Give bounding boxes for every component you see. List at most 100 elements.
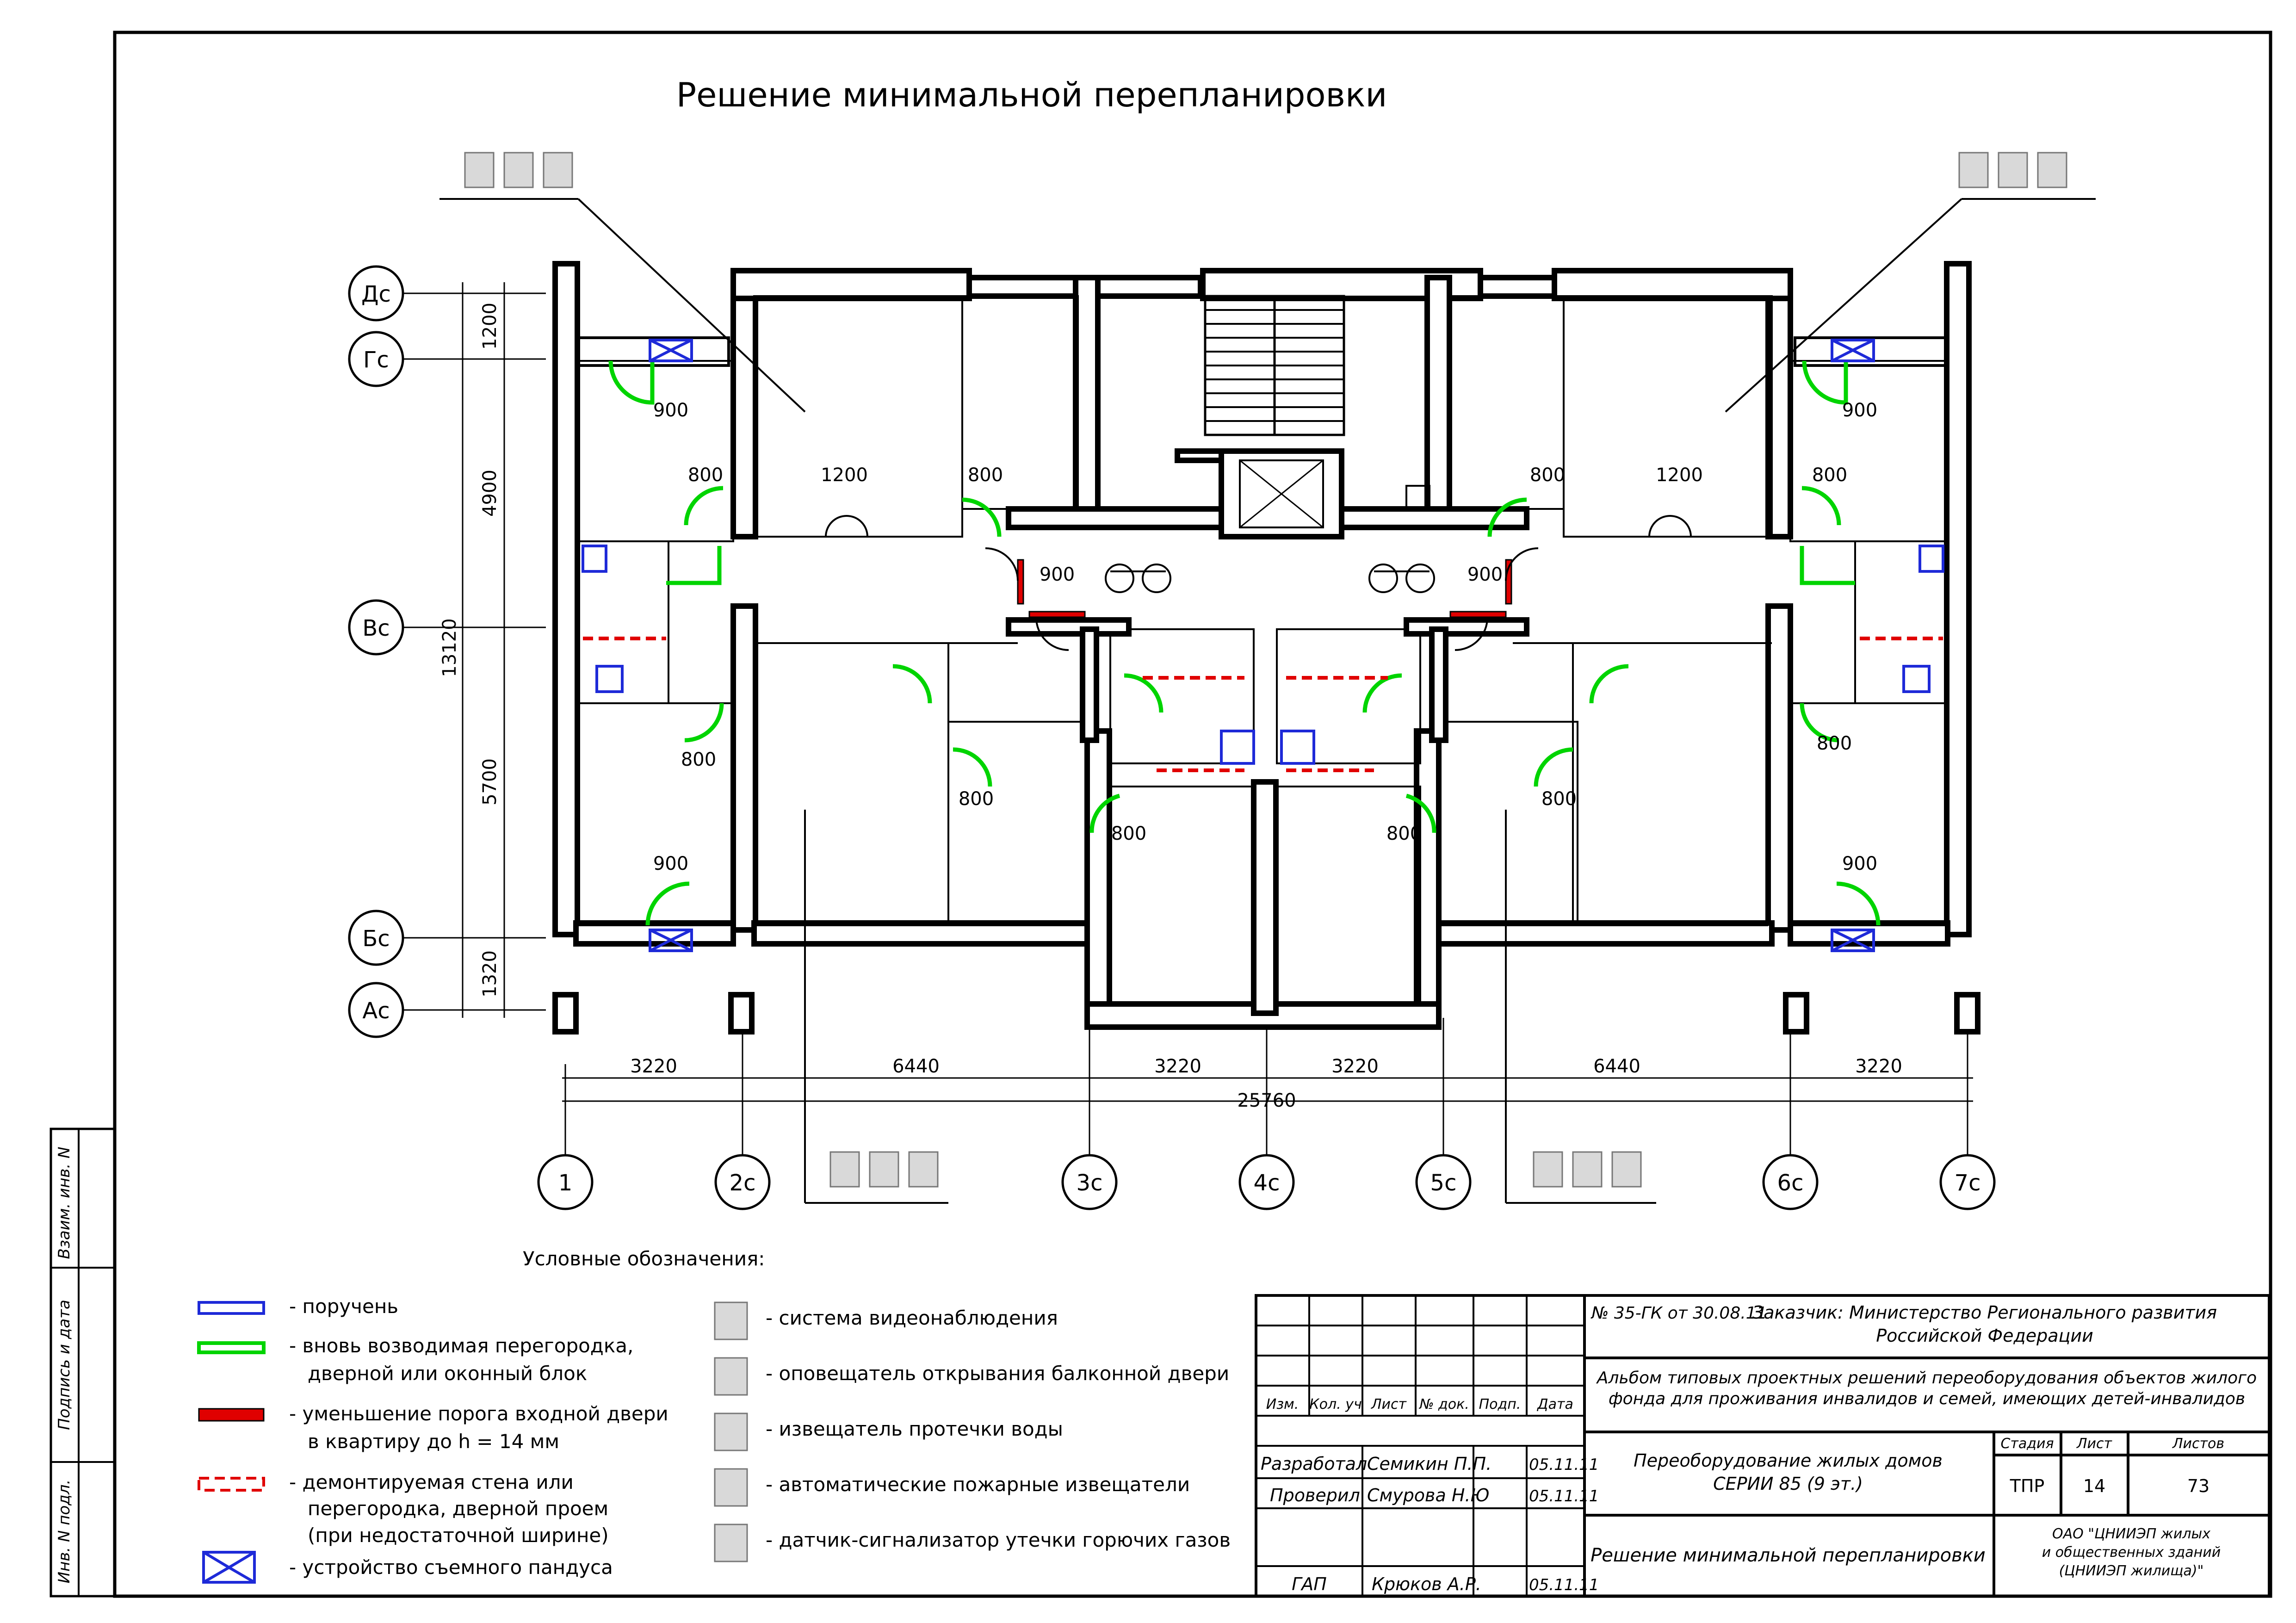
dim-h-2: 6440 (892, 1056, 940, 1077)
stamp-sheet-label: Лист (2076, 1436, 2113, 1452)
row-axis-markers: Дс Гс Вс Бс Ас (348, 265, 404, 1038)
legend: Условные обозначения: - поручень - вновь… (197, 1247, 1231, 1584)
stamp-role-chief: ГАП (1292, 1574, 1327, 1594)
dim-door-800-4: 800 (1812, 465, 1847, 486)
camera-icon (714, 1301, 748, 1340)
legend-partition-text: - вновь возводимая перегородка, (289, 1334, 633, 1357)
legend-demolished-text2: перегородка, дверной проем (308, 1497, 608, 1520)
legend-gas-text: - датчик-сигнализатор утечки горючих газ… (766, 1529, 1231, 1551)
dim-door-900-tr: 900 (1842, 400, 1877, 421)
dim-door-1200-r: 1200 (1656, 465, 1703, 486)
wheelchair-icon-right (1368, 564, 1435, 593)
vertical-dimensions: 1200 4900 13120 5700 1320 (439, 303, 501, 997)
balcony-alarm-icon (714, 1357, 748, 1396)
dim-door-1200-l: 1200 (821, 465, 868, 486)
dim-1200: 1200 (479, 303, 501, 350)
elevator (1175, 448, 1344, 539)
legend-demolished-symbol (198, 1477, 265, 1492)
stamp-stage-label: Стадия (2000, 1436, 2054, 1452)
axis-col-1: 1 (558, 1170, 573, 1196)
axis-col-7c: 7с (1955, 1170, 1981, 1196)
dim-total: 25760 (1237, 1090, 1296, 1111)
dim-h-3: 3220 (1154, 1056, 1201, 1077)
stamp-sheets-label: Листов (2172, 1436, 2224, 1452)
dim-door-900-entrance-l: 900 (1040, 564, 1075, 585)
stamp-header-sheet: Лист (1371, 1396, 1407, 1412)
sensor-group-bottom-right (1533, 1151, 1642, 1188)
threshold-left-1 (1017, 559, 1024, 605)
stamp-object-2: СЕРИИ 85 (9 эт.) (1713, 1474, 1863, 1494)
axis-col-6c: 6с (1777, 1170, 1804, 1196)
side-stamp: Взаим. инв. N Подпись и дата Инв. N подл… (50, 1127, 116, 1598)
legend-ramp-symbol (202, 1551, 256, 1584)
stamp-date-checker: 05.11.11 (1529, 1487, 1599, 1505)
axis-row-dc: Дс (361, 281, 391, 307)
legend-handrail-text: - поручень (289, 1295, 398, 1318)
sheet-frame (113, 31, 2272, 1598)
legend-balcony-text: - оповещатель открывания балконной двери (766, 1362, 1229, 1385)
sensor-group-bottom-left (829, 1151, 939, 1188)
stamp-sheet-title: Решение минимальной перепланировки (1590, 1545, 1986, 1566)
dim-h-1: 3220 (630, 1056, 677, 1077)
stamp-album-1: Альбом типовых проектных решений переобо… (1596, 1369, 2257, 1388)
stamp-stage: ТПР (2010, 1476, 2045, 1496)
stamp-customer-2: Российской Федерации (1876, 1326, 2093, 1346)
stamp-sheet: 14 (2083, 1476, 2105, 1496)
dim-door-800-1: 800 (688, 465, 723, 486)
stamp-album-2: фонда для проживания инвалидов и семей, … (1609, 1389, 2245, 1408)
legend-partition-symbol (197, 1341, 266, 1354)
legend-partition-text2: дверной или оконный блок (308, 1362, 587, 1385)
legend-water-text: - извещатель протечки воды (766, 1418, 1063, 1440)
stamp-header-qty: Кол. уч (1309, 1396, 1362, 1412)
title-block: Изм. Кол. уч Лист № док. Подп. Дата Разр… (1255, 1294, 2271, 1598)
water-leak-icon (714, 1412, 748, 1451)
floor-plan (384, 152, 2096, 1204)
stamp-role-developer: Разработал (1261, 1454, 1367, 1474)
legend-handrail-symbol (198, 1301, 265, 1315)
gas-sensor-icon (714, 1524, 748, 1562)
axis-col-3c: 3с (1077, 1170, 1103, 1196)
axis-col-2c: 2с (730, 1170, 756, 1196)
legend-threshold-text: - уменьшение порога входной двери (289, 1402, 668, 1425)
dim-door-900-entrance-r: 900 (1467, 564, 1503, 585)
dim-door-800-7: 800 (959, 788, 994, 810)
stamp-name-developer: Семикин П.П. (1367, 1454, 1491, 1474)
horizontal-dimensions: 3220 6440 3220 3220 6440 3220 25760 (630, 1056, 1902, 1111)
dim-door-900-bl: 900 (653, 853, 688, 874)
door-dimensions: 900 900 900 900 1200 1200 800 800 800 80… (653, 400, 1877, 874)
stamp-sheets: 73 (2187, 1476, 2209, 1496)
demolished-walls (583, 637, 1943, 772)
stamp-date-chief: 05.11.11 (1529, 1576, 1599, 1594)
dim-5700: 5700 (479, 758, 501, 805)
dim-door-900-tl: 900 (653, 400, 688, 421)
fire-detector-icon (714, 1468, 748, 1507)
threshold-right-2 (1449, 611, 1507, 618)
dim-4900: 4900 (479, 470, 501, 517)
stamp-name-checker: Смурова Н.Ю (1367, 1485, 1490, 1505)
column-axis-markers: 1 2с 3с 4с 5с 6с 7с (537, 1154, 1996, 1210)
stamp-object-1: Переоборудование жилых домов (1634, 1450, 1943, 1471)
stamp-header-date: Дата (1536, 1396, 1573, 1412)
stamp-contract: № 35-ГК от 30.08.11 (1590, 1304, 1767, 1323)
dim-door-800-3: 800 (1530, 465, 1565, 486)
staircase (1204, 295, 1345, 436)
legend-fire-text: - автоматические пожарные извещатели (766, 1473, 1190, 1496)
stamp-header-change: Изм. (1266, 1396, 1299, 1412)
axis-row-bc: Бс (362, 926, 390, 952)
dim-door-800-5: 800 (681, 749, 716, 770)
stamp-org-1: ОАО "ЦНИИЭП жилых (2052, 1526, 2210, 1542)
stamp-org-3: (ЦНИИЭП жилища)" (2059, 1563, 2204, 1579)
axis-row-ac: Ас (362, 998, 390, 1024)
dim-h-6: 3220 (1855, 1056, 1902, 1077)
axis-col-4c: 4с (1254, 1170, 1280, 1196)
dim-door-800-8: 800 (1541, 788, 1577, 810)
legend-threshold-text2: в квартиру до h = 14 мм (308, 1430, 559, 1453)
dim-13120: 13120 (439, 618, 460, 677)
axis-row-gc: Гс (363, 347, 389, 373)
legend-camera-text: - система видеонаблюдения (766, 1307, 1058, 1329)
stamp-name-chief: Крюков А.Р. (1372, 1574, 1481, 1594)
new-doors (608, 360, 1881, 926)
dim-1320: 1320 (479, 950, 501, 997)
axis-row-vc: Вс (362, 615, 390, 641)
